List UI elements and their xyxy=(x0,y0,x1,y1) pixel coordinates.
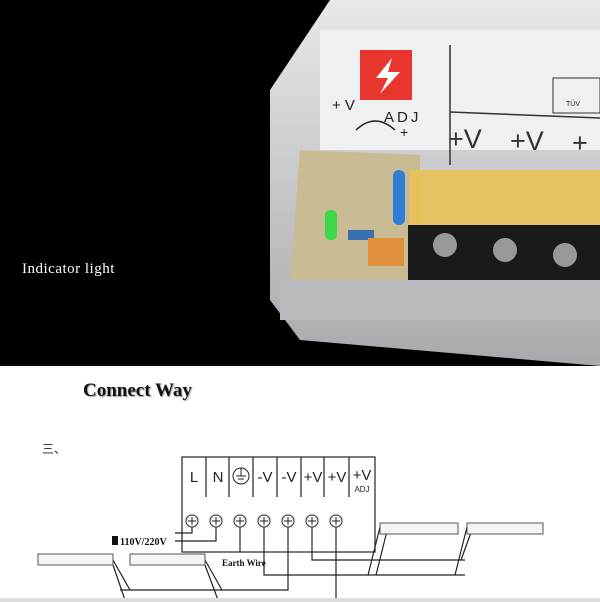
wiring-diagram: L N -V -V +V +V +V ADJ 110V/220V Earth W… xyxy=(37,456,544,602)
capacitor xyxy=(393,170,405,225)
terminal-l-label: L xyxy=(190,469,198,486)
terminal-screws xyxy=(185,514,343,528)
earth-icon xyxy=(232,467,250,485)
terminal-plus-v-adj-label: +V xyxy=(353,467,372,484)
connect-way-title: Connect Way xyxy=(83,380,192,401)
terminal-minus-v-label: -V xyxy=(282,469,297,486)
product-photo: + V ADJ + TÜV +V +V + Indicator light xyxy=(0,0,600,366)
input-voltage-label: 110V/220V xyxy=(120,537,167,548)
terminal-minus-v-label: -V xyxy=(258,469,273,486)
terminal-plus-v-label: +V xyxy=(328,469,347,486)
adj-label: ADJ xyxy=(384,109,421,126)
terminal-label: + xyxy=(572,128,588,158)
bottom-border xyxy=(0,598,600,602)
terminal-cover xyxy=(410,170,600,230)
tuv-label: TÜV xyxy=(566,100,580,108)
terminal-label: +V xyxy=(510,126,544,156)
terminal-label: +V xyxy=(448,124,482,154)
indicator-light-label: Indicator light xyxy=(22,261,115,277)
terminal-block-outline xyxy=(181,456,376,553)
terminal-plus-v-label: +V xyxy=(304,469,323,486)
lightning-icon xyxy=(376,58,400,94)
led-strips xyxy=(37,522,544,566)
power-supply-photo: + V ADJ + TÜV +V +V + xyxy=(270,0,600,366)
screw-crosses xyxy=(188,517,340,525)
arrow-icon xyxy=(355,120,396,131)
plus-v-label: + V xyxy=(332,97,355,114)
indicator-led xyxy=(325,210,337,240)
earth-wire-label: Earth Wire xyxy=(222,558,266,568)
terminal-n-label: N xyxy=(213,469,224,486)
plus-label: + xyxy=(400,124,408,140)
adj-potentiometer xyxy=(368,238,404,266)
adj-label: ADJ xyxy=(354,485,369,494)
section-mark: 三、 xyxy=(42,442,67,456)
tuv-badge xyxy=(552,77,600,114)
